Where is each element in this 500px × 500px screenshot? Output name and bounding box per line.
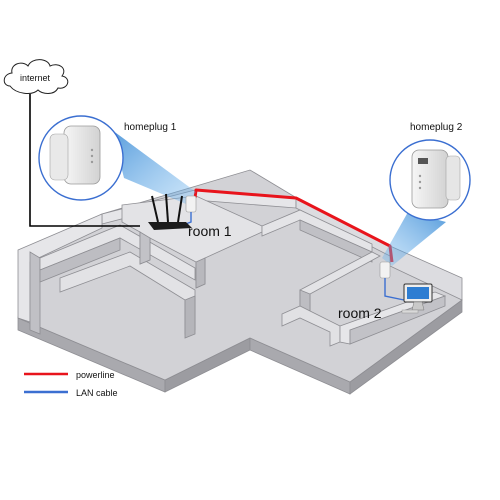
homeplug-1-zoom: homeplug 1 [38, 115, 177, 201]
internet-cloud: internet [3, 59, 69, 94]
homeplug-2-label: homeplug 2 [410, 122, 463, 133]
internet-cable [29, 94, 140, 227]
room-2-devices [379, 261, 433, 314]
legend-label-powerline: powerline [76, 370, 115, 380]
homeplug-2-small [379, 261, 391, 279]
internet-label: internet [20, 73, 51, 83]
room-1-label: room 1 [188, 223, 232, 239]
computer-monitor-icon [401, 283, 433, 314]
homeplug-1-zoom-beam [112, 130, 196, 204]
cloud-icon [3, 59, 69, 94]
room-2-label: room 2 [338, 305, 382, 321]
room-1-devices [148, 193, 197, 230]
legend-item-lan-cable: LAN cable [24, 388, 118, 398]
homeplug-2-zoom: homeplug 2 [389, 122, 471, 221]
legend: powerline LAN cable [24, 370, 118, 398]
lan-cable-room-2 [384, 278, 405, 301]
homeplug-1-label: homeplug 1 [124, 122, 177, 133]
legend-label-lan-cable: LAN cable [76, 388, 118, 398]
homeplug-2-zoom-beam [382, 212, 446, 266]
router-icon [148, 193, 192, 230]
homeplug-1-small [185, 195, 197, 213]
homeplug-1-device [49, 125, 101, 185]
homeplug-2-device [411, 149, 461, 209]
legend-item-powerline: powerline [24, 370, 115, 380]
